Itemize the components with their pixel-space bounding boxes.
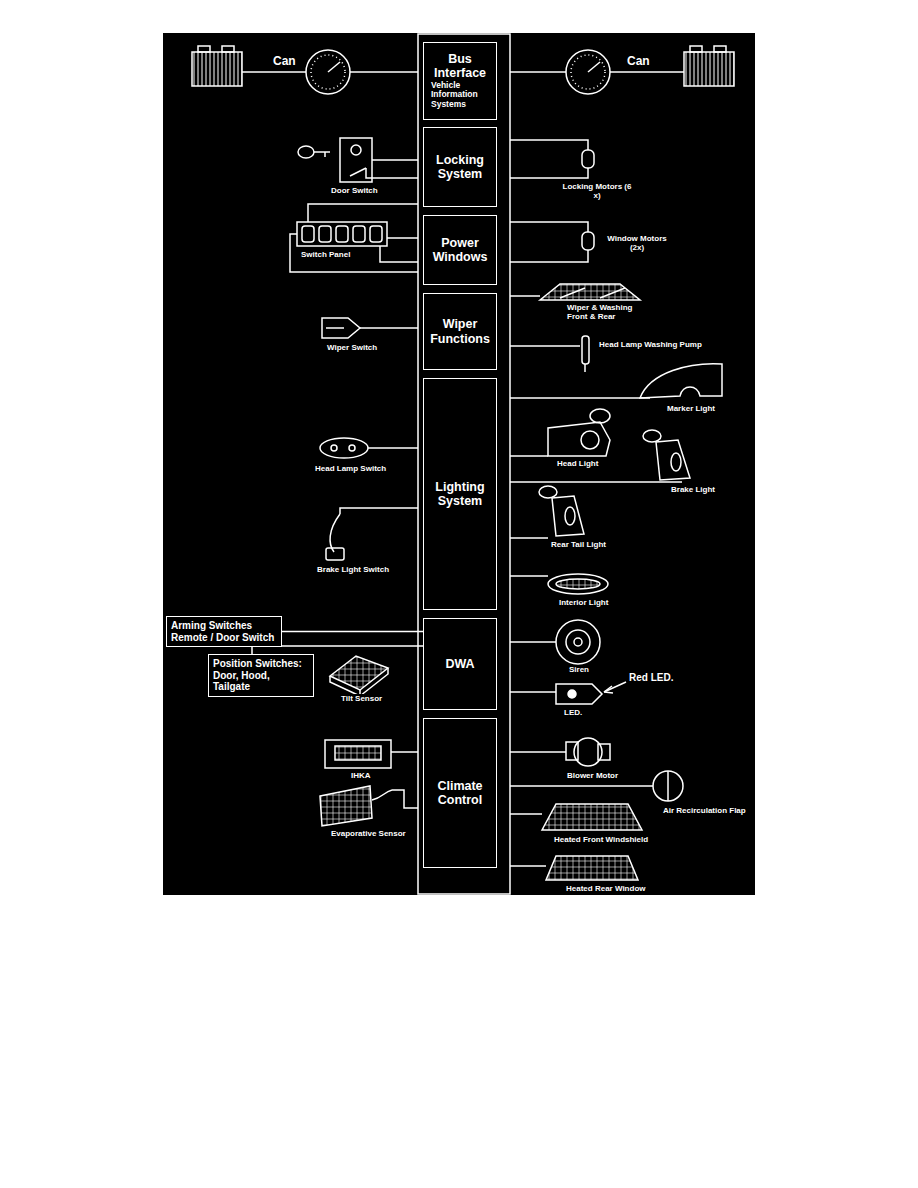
siren — [556, 620, 600, 664]
box-title: Lighting System — [427, 480, 493, 509]
part-label: Siren — [568, 665, 590, 674]
heated-windshield — [542, 804, 642, 830]
box-title: Climate Control — [427, 779, 493, 808]
door-switch — [340, 138, 372, 182]
head-light — [548, 409, 610, 456]
fender — [640, 364, 722, 398]
part-label: Wiper & Washing Front & Rear — [566, 303, 640, 321]
wiper-switch — [322, 318, 360, 338]
ihka-panel — [325, 740, 391, 768]
bus-column — [418, 34, 510, 894]
control-unit-right — [684, 46, 734, 86]
connector — [282, 631, 423, 633]
evaporative-sensor — [320, 786, 392, 826]
part-label: Air Recirculation Flap — [662, 806, 747, 815]
connector — [252, 646, 423, 654]
led — [556, 684, 602, 704]
part-label: Rear Tail Light — [550, 540, 607, 549]
system-box: Power Windows — [423, 215, 497, 285]
gauge-left — [306, 50, 350, 94]
windshield-wiper — [540, 284, 640, 300]
part-label: Heated Front Windshield — [553, 835, 649, 844]
part-label: Door Switch — [330, 186, 379, 195]
locking-motor — [582, 150, 594, 168]
blower-motor — [566, 738, 610, 766]
part-label: Marker Light — [666, 404, 716, 413]
switch-box: Position Switches: Door, Hood, Tailgate — [208, 654, 314, 697]
box-title: Bus Interface — [427, 52, 493, 81]
part-label: Brake Light — [670, 485, 716, 494]
part-label: Blower Motor — [566, 771, 619, 780]
part-label: Head Lamp Switch — [314, 464, 387, 473]
gauge-right — [566, 50, 610, 94]
head-lamp-switch — [320, 438, 368, 458]
switch-panel — [297, 222, 387, 246]
window-motor — [582, 232, 594, 250]
brake-pedal — [326, 514, 344, 560]
rear-tail-light — [539, 486, 584, 536]
part-label: Evaporative Sensor — [330, 829, 407, 838]
part-label: Red LED. — [628, 672, 674, 684]
part-label: LED. — [563, 708, 583, 717]
pointer-arrow — [604, 682, 626, 692]
part-label: Switch Panel — [300, 250, 351, 259]
box-subtitle: Vehicle Information Systems — [427, 81, 493, 110]
part-label: Brake Light Switch — [316, 565, 390, 574]
part-label: Locking Motors (6 x) — [560, 182, 634, 200]
brake-light — [643, 430, 690, 480]
box-title: Locking System — [427, 153, 493, 182]
system-box: Bus InterfaceVehicle Information Systems — [423, 42, 497, 120]
control-unit-left — [192, 46, 242, 86]
interior-light — [548, 574, 608, 594]
switch-box: Arming Switches Remote / Door Switch — [166, 616, 282, 647]
heated-rear-window — [546, 856, 638, 880]
key — [298, 146, 330, 158]
part-label: Wiper Switch — [326, 343, 378, 352]
system-box: Lighting System — [423, 378, 497, 610]
part-label: Head Light — [556, 459, 599, 468]
box-title: Arming Switches Remote / Door Switch — [171, 620, 277, 643]
box-title: DWA — [445, 657, 474, 671]
part-label: Heated Rear Window — [565, 884, 647, 893]
system-box: Climate Control — [423, 718, 497, 868]
air-flap — [653, 771, 683, 801]
box-title: Position Switches: Door, Hood, Tailgate — [213, 658, 309, 693]
part-label: Can — [626, 55, 651, 69]
box-title: Wiper Functions — [427, 317, 493, 346]
washing-pump — [582, 336, 589, 372]
system-box: DWA — [423, 618, 497, 710]
part-label: Interior Light — [558, 598, 609, 607]
box-title: Power Windows — [427, 236, 493, 265]
system-box: Wiper Functions — [423, 293, 497, 370]
part-label: Window Motors (2x) — [604, 234, 670, 252]
part-label: IHKA — [350, 771, 372, 780]
part-label: Can — [272, 55, 297, 69]
system-box: Locking System — [423, 127, 497, 207]
part-label: Head Lamp Washing Pump — [598, 340, 703, 349]
tilt-sensor — [330, 656, 388, 696]
part-label: Tilt Sensor — [340, 694, 383, 703]
